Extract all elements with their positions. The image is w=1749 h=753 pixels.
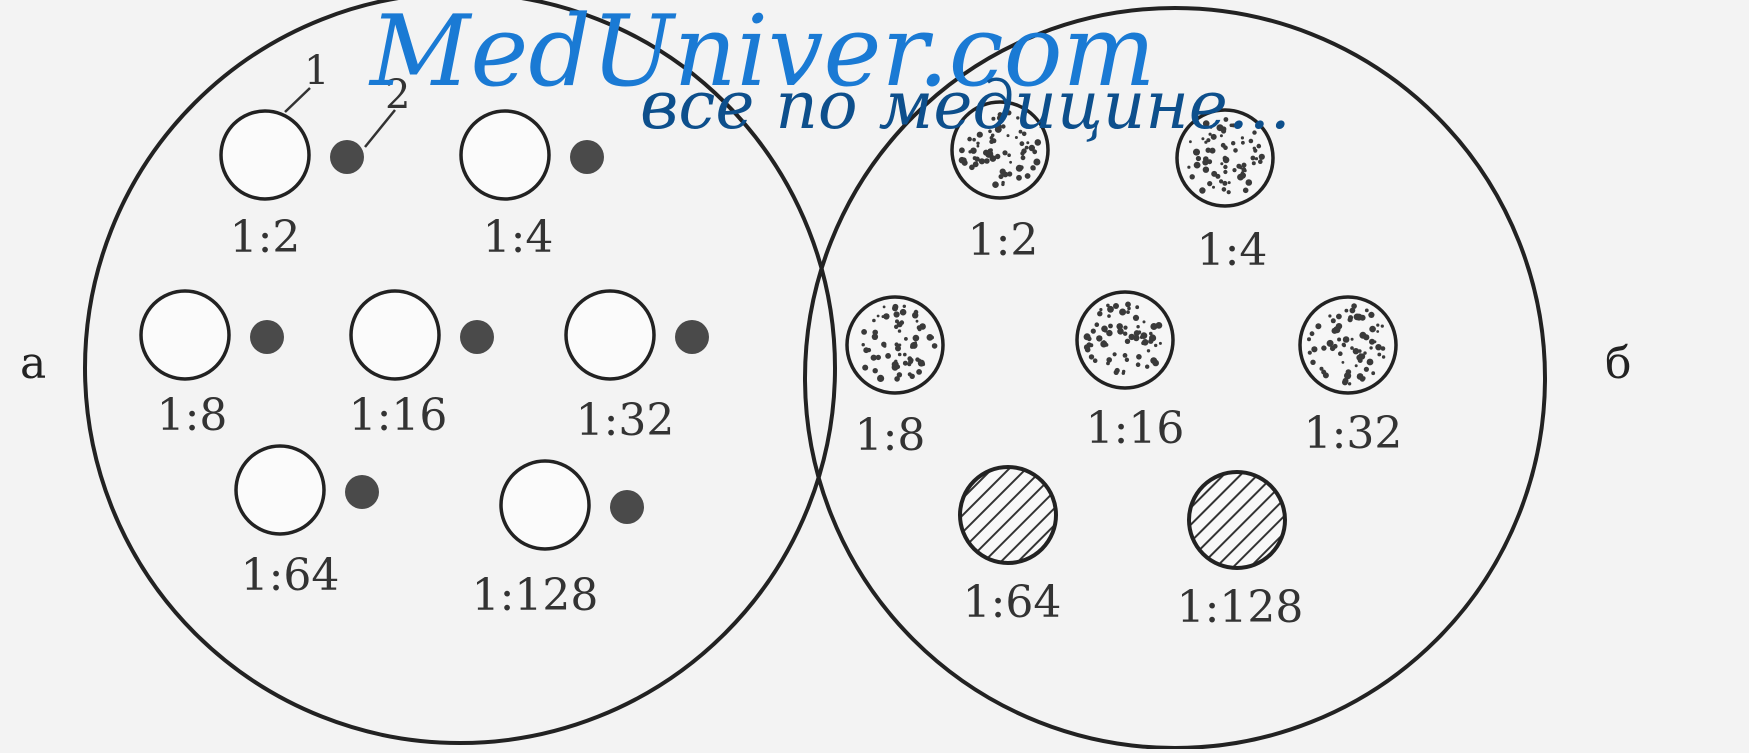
well-a-1-8: 1:8 <box>141 291 284 441</box>
well-a-1-64: 1:64 <box>236 446 379 601</box>
hatched-well <box>1189 472 1285 568</box>
well-b-1-16: 1:16 <box>1077 292 1184 454</box>
dilution-label: 1:32 <box>576 395 675 446</box>
plate-b-label: б <box>1605 338 1632 389</box>
callout-1-label: 1 <box>304 48 329 94</box>
antigen-disk <box>250 320 284 354</box>
watermark-subtitle: все по медицине... <box>640 67 1291 144</box>
plate-a-wells: 1:2 1:4 1:8 1:16 1:32 1:64 1:128 <box>141 111 709 621</box>
antigen-disk <box>570 140 604 174</box>
well-ring <box>501 461 589 549</box>
well-ring <box>236 446 324 534</box>
dilution-label: 1:16 <box>1086 403 1185 454</box>
well-ring <box>461 111 549 199</box>
dotted-well <box>1077 292 1173 388</box>
antigen-disk <box>610 490 644 524</box>
antigen-disk <box>330 140 364 174</box>
antigen-disk <box>675 320 709 354</box>
well-b-1-64: 1:64 <box>960 467 1061 628</box>
dilution-label: 1:4 <box>483 212 554 263</box>
well-a-1-4: 1:4 <box>461 111 604 263</box>
plate-a-label: а <box>20 338 46 389</box>
well-a-1-32: 1:32 <box>566 291 709 446</box>
well-ring <box>566 291 654 379</box>
dilution-label: 1:8 <box>855 410 926 461</box>
dilution-label: 1:2 <box>968 215 1039 266</box>
dilution-label: 1:8 <box>157 390 228 441</box>
dilution-label: 1:16 <box>349 390 448 441</box>
well-b-1-8: 1:8 <box>847 297 943 461</box>
dilution-label: 1:64 <box>963 577 1062 628</box>
well-b-1-32: 1:32 <box>1300 297 1402 459</box>
dilution-label: 1:128 <box>472 570 599 621</box>
antigen-disk <box>345 475 379 509</box>
dilution-label: 1:64 <box>241 550 340 601</box>
dilution-label: 1:2 <box>230 212 301 263</box>
dilution-label: 1:32 <box>1304 408 1403 459</box>
well-a-1-2: 1:2 <box>221 111 364 263</box>
hatched-well <box>960 467 1056 563</box>
well-a-1-16: 1:16 <box>349 291 494 441</box>
dilution-label: 1:128 <box>1177 582 1304 633</box>
well-ring <box>141 291 229 379</box>
well-ring <box>351 291 439 379</box>
antigen-disk <box>460 320 494 354</box>
well-a-1-128: 1:128 <box>472 461 644 621</box>
plate-b-wells: 1:2 1:4 1:8 1:16 1:32 1:64 1:128 <box>847 102 1402 633</box>
well-ring <box>221 111 309 199</box>
well-b-1-128: 1:128 <box>1177 472 1304 633</box>
dilution-label: 1:4 <box>1197 225 1268 276</box>
